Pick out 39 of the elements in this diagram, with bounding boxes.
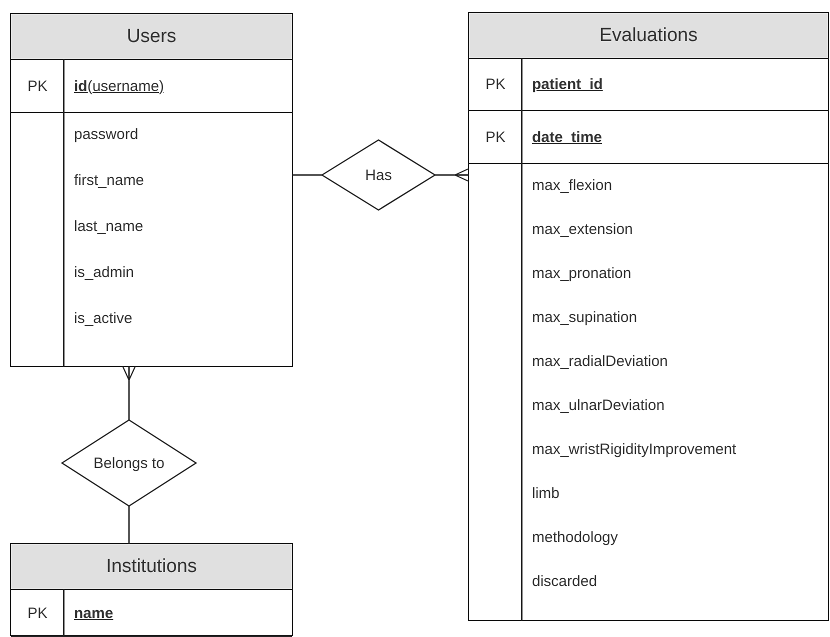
table-header: Evaluations: [469, 13, 828, 59]
key-label: PK: [26, 78, 48, 94]
key-label: PK: [484, 128, 506, 146]
attribute-name: max_wristRigidityImprovement: [532, 441, 736, 459]
attribute-name: max_ulnarDeviation: [532, 397, 665, 415]
attribute-name: max_flexion: [532, 177, 612, 195]
relationship-line: [128, 506, 130, 543]
key-field-name: date_time: [531, 128, 602, 146]
relationship-line: [293, 174, 322, 176]
relationship-line: [435, 168, 469, 182]
relationship-line: [122, 366, 136, 420]
relationship-label: Has: [365, 166, 392, 184]
attribute-name: is_admin: [74, 264, 134, 282]
table-header: Users: [11, 14, 292, 60]
attribute-name: is_active: [74, 310, 132, 328]
key-label: PK: [26, 604, 48, 622]
attribute-name: discarded: [532, 573, 598, 591]
table-header: Institutions: [11, 544, 292, 590]
key-row: [469, 59, 828, 111]
attribute-name: first_name: [74, 172, 144, 190]
key-field-name: id(username): [73, 78, 164, 94]
key-row: [11, 590, 292, 637]
entity-table: [10, 543, 293, 636]
attribute-name: max_radialDeviation: [532, 353, 668, 371]
key-field-name: patient_id: [531, 76, 603, 93]
attribute-name: password: [74, 126, 138, 144]
attribute-name: max_supination: [532, 309, 638, 327]
attribute-name: max_pronation: [532, 265, 632, 283]
entity-table: [10, 13, 293, 367]
key-row: [469, 111, 828, 164]
relationship-label: Belongs to: [94, 454, 164, 472]
attribute-name: limb: [532, 485, 560, 503]
key-row: [11, 60, 292, 113]
key-label: PK: [484, 76, 506, 93]
key-field-name: name: [73, 604, 114, 622]
attribute-name: last_name: [74, 218, 144, 236]
attribute-name: methodology: [532, 529, 618, 547]
attribute-name: max_extension: [532, 221, 633, 239]
entity-table: [468, 12, 829, 621]
